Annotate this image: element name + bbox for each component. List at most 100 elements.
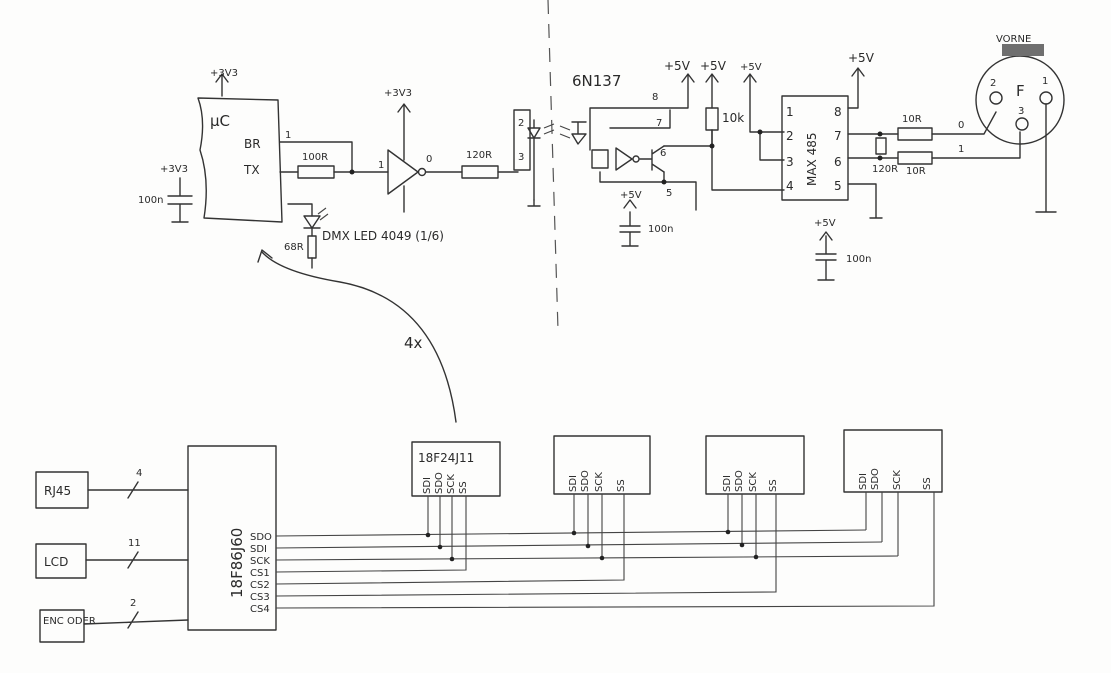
mcu-pin-cs2: CS2 [250,580,270,591]
mcu-pin-sck: SCK [250,556,270,567]
uc-supply-arrow [215,73,229,97]
max-enable-junction [757,129,763,135]
opto-led-rays [543,123,555,135]
opto-led-pin-3: 3 [518,152,524,163]
slave-4-pin-sck: SCK [892,470,903,490]
bus-sdo [275,529,867,537]
line-b-label: 1 [958,144,964,155]
vorne-label: VORNE [996,34,1031,45]
lcd-bus [85,551,189,569]
max-pin-3: 3 [786,155,794,169]
max-cap-value: 100n [846,254,871,265]
led-wire [287,203,313,217]
bus-cs4 [275,492,935,609]
xlr-connector [975,55,1065,145]
uc-br-pin: BR [244,137,261,151]
encoder-block [39,609,85,643]
resistor-10r-a-label: 10R [902,114,922,125]
connector-ground [1035,103,1057,213]
inverter-buffer [387,149,419,195]
tap-dot [725,529,731,535]
uc-label: μC [210,112,230,130]
slave-1-block [411,441,501,497]
arrow-4x-label: 4x [404,334,423,352]
connector-pin-3: 3 [1018,106,1024,117]
max-pin-5: 5 [834,179,842,193]
slave-1-pin-sdo: SDO [434,472,445,494]
max-vcc-wire [847,67,865,109]
opto-pin-6: 6 [660,148,666,159]
opto-photodiode [571,121,587,145]
max-supply-label: +5V [740,62,762,73]
tap-dot [753,554,759,560]
connector-pin-2-shape [989,91,1003,105]
max-cap-supply-arrow [819,231,833,241]
slave-1-taps [427,496,453,560]
buffer-supply-label: +3V3 [384,88,412,99]
resistor-120r-term [875,137,887,155]
slave-3-taps [727,494,757,557]
mcu-pin-sdi: SDI [250,544,267,555]
dmx-led-rays [317,207,329,221]
opto-led-pin-2: 2 [518,118,524,129]
resistor-10r-a [897,127,933,141]
rxd-wire [711,129,785,191]
opto-led-ground [527,199,541,207]
opto-led-diode [527,119,541,201]
tap-dot [585,543,591,549]
slave-1-pin-ss: SS [458,481,469,494]
slave-3-pin-sdi: SDI [722,475,733,492]
mcu-pin-cs4: CS4 [250,604,270,615]
slave-4-pin-ss: SS [922,477,933,490]
line-a-out [931,111,997,135]
max-enable-wires [743,73,785,161]
rxd-junction [709,143,715,149]
slave-4-taps [865,492,899,556]
lcd-label: LCD [44,555,68,569]
tap-dot [425,532,431,538]
spi-bus [275,492,935,609]
tap-dot [437,544,443,550]
resistor-100r-label: 100R [302,152,328,163]
opto-led-box [513,109,531,171]
rj45-bus [87,481,189,499]
tap-dot [739,542,745,548]
dmx-led [303,215,321,229]
opto-cap-supply: +5V [620,190,642,201]
resistor-10k-label: 10k [722,111,744,125]
opto-gate-bubble [632,155,640,163]
line-b-out [931,131,1021,159]
opto-cap-value: 100n [648,224,673,235]
inverter-bubble [417,167,427,177]
max-capacitor [815,235,837,281]
opto-pin-8: 8 [652,92,658,103]
connector-pin-1: 1 [1042,76,1048,87]
line-a-label: 0 [958,120,964,131]
buffer-in-pin: 1 [378,160,384,171]
left-cap-supply: +3V3 [160,164,188,175]
slave-1-pin-sdi: SDI [422,477,433,494]
resistor-120r-term-label: 120R [872,164,898,175]
slave-4-block [843,429,943,493]
max485-name: MAX 485 [805,132,819,186]
slave-4-pin-sdi: SDI [858,473,869,490]
slave-3-pin-sck: SCK [748,472,759,492]
uc-pin-number: 1 [285,130,291,141]
separator-line [547,0,559,331]
mcu-pin-cs1: CS1 [250,568,270,579]
slave-3-pin-ss: SS [768,479,779,492]
left-capacitor [167,177,193,223]
mcu-pin-cs3: CS3 [250,592,270,603]
opto-pin6-wire [663,129,713,147]
max-pin-6: 6 [834,155,842,169]
tx-junction [349,169,355,175]
pullup-supply-wire [705,73,719,109]
opto-ground-wire [599,171,697,211]
opto-vcc-wire [589,73,695,151]
max-vcc-label: +5V [848,51,875,65]
encoder-label: ENC ODER [43,616,96,627]
slave-2-pin-ss: SS [616,479,627,492]
resistor-120r-label: 120R [466,150,492,161]
